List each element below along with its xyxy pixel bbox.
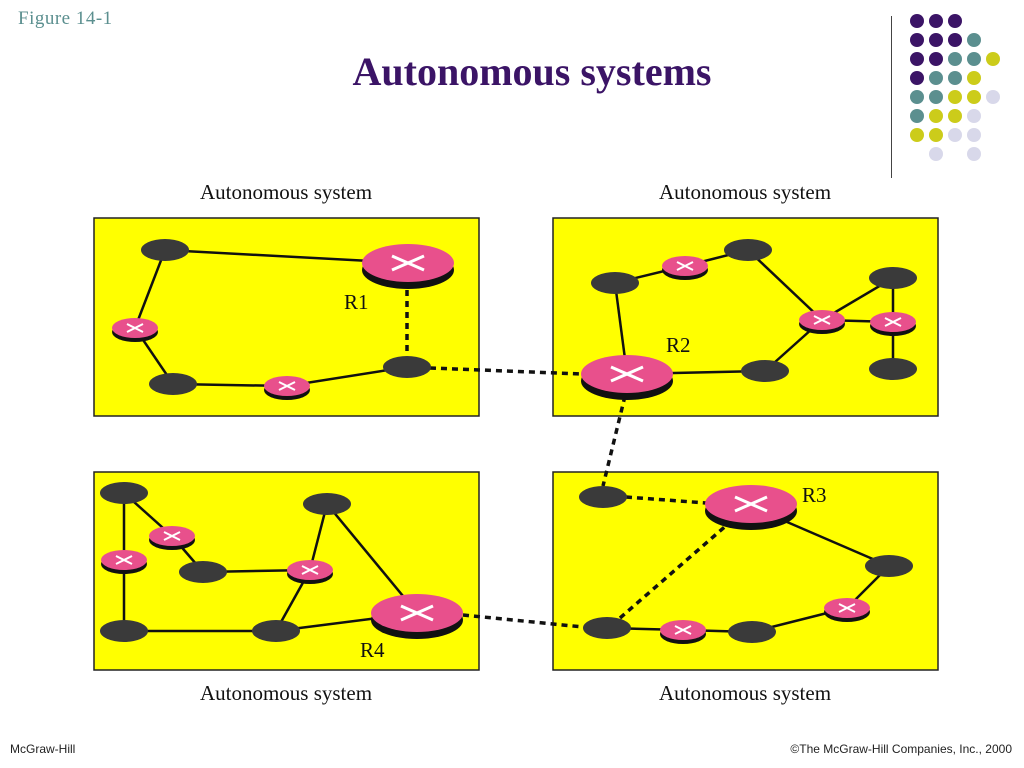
router-r2-icon [579,353,675,402]
figure-label: Figure 14-1 [18,8,113,29]
as-caption-top-right: Autonomous system [658,180,832,204]
decorative-dot [948,52,962,66]
decorative-dot [948,14,962,28]
router-r3-label: R3 [802,483,827,507]
decorative-dot [986,52,1000,66]
decorative-dot [929,90,943,104]
decorative-dot [910,71,924,85]
footer-publisher: McGraw-Hill [10,742,76,756]
router-r4-icon [369,592,465,641]
decorative-dot [910,90,924,104]
decorative-dot [929,128,943,142]
decorative-dot [910,52,924,66]
decorative-dot [910,33,924,47]
decorative-dot [929,109,943,123]
decorative-dot [948,90,962,104]
decorative-dot [967,71,981,85]
router-r1-label: R1 [344,290,369,314]
router-r4-label: R4 [360,638,385,662]
decorative-dot [967,52,981,66]
decorative-dot [910,109,924,123]
page-title: Autonomous systems [352,49,712,94]
decorative-dot [948,109,962,123]
decorative-dot [967,109,981,123]
decorative-dot [967,128,981,142]
decorative-dot [929,147,943,161]
router-r1-icon [360,242,456,291]
decorative-dot [948,71,962,85]
as-caption-bottom-right: Autonomous system [658,681,832,705]
decorative-dot [929,52,943,66]
decorative-dot [967,33,981,47]
as-caption-bottom-left: Autonomous system [199,681,373,705]
decorative-dot [910,14,924,28]
router-r2-label: R2 [666,333,691,357]
decorative-dot-grid [910,14,1010,164]
decorative-divider [891,16,892,178]
decorative-dot [948,33,962,47]
decorative-dot [929,71,943,85]
decorative-dot [967,147,981,161]
decorative-dot [929,14,943,28]
decorative-dot [948,128,962,142]
decorative-dot [967,90,981,104]
decorative-dot [986,90,1000,104]
decorative-dot [929,33,943,47]
decorative-dot [910,128,924,142]
router-r3-icon [703,483,799,532]
footer-copyright: ©The McGraw-Hill Companies, Inc., 2000 [790,742,1012,756]
as-caption-top-left: Autonomous system [199,180,373,204]
inter-as-links [405,290,730,629]
